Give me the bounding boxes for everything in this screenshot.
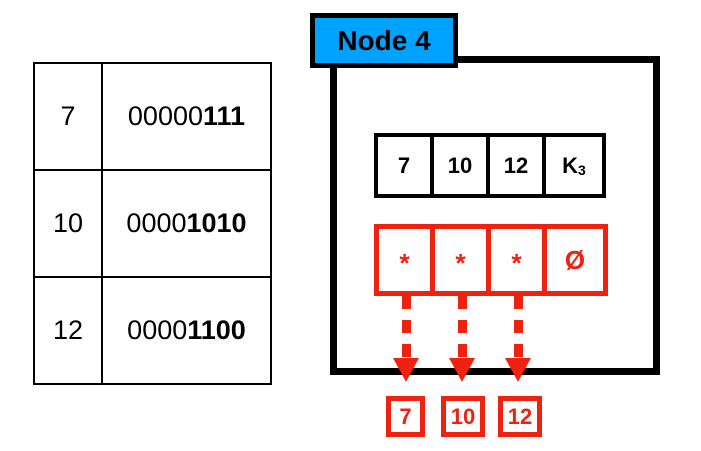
key-cell-subscript: 3 — [578, 161, 586, 178]
pointer-symbol: * — [455, 248, 466, 278]
result-box: 12 — [498, 396, 542, 437]
binary-prefix: 0000 — [127, 315, 188, 345]
key-cell: 10 — [434, 137, 490, 194]
result-label: 12 — [507, 403, 533, 429]
result-box: 10 — [441, 396, 485, 437]
binary-suffix: 1100 — [187, 315, 246, 345]
pointer-symbol: * — [511, 248, 522, 278]
arrow-stem-icon — [458, 296, 467, 362]
key-cell-text: 7 — [397, 152, 411, 178]
arrow-head-icon — [505, 358, 531, 382]
arrow-head-icon — [449, 358, 475, 382]
result-label: 10 — [450, 403, 476, 429]
pointer-symbol: * — [399, 248, 410, 278]
key-cell-text: K — [562, 152, 579, 178]
node-title-label: Node 4 — [337, 24, 431, 56]
pointer-cell: * — [435, 229, 491, 291]
null-pointer-symbol: Ø — [564, 245, 586, 275]
decimal-cell: 7 — [35, 64, 103, 169]
decimal-cell: 12 — [35, 278, 103, 383]
result-box: 7 — [386, 396, 425, 437]
arrow-head-icon — [393, 358, 419, 382]
pointer-row: * * * Ø — [374, 224, 608, 296]
binary-prefix: 00000 — [127, 101, 203, 131]
binary-prefix: 0000 — [126, 208, 187, 238]
node-container — [330, 56, 660, 375]
arrow-stem-icon — [402, 296, 411, 362]
key-cell-text: 12 — [503, 152, 529, 178]
node-title-tab: Node 4 — [310, 13, 458, 68]
result-label: 7 — [399, 403, 412, 429]
key-cell-text: 10 — [447, 152, 473, 178]
pointer-cell: * — [379, 229, 435, 291]
key-cell: 12 — [490, 137, 546, 194]
binary-suffix: 111 — [203, 101, 246, 131]
pointer-cell: * — [491, 229, 547, 291]
binary-suffix: 1010 — [186, 208, 247, 238]
decimal-cell: 10 — [35, 171, 103, 276]
key-cell: 7 — [378, 137, 434, 194]
arrow-stem-icon — [514, 296, 523, 362]
pointer-cell-null: Ø — [547, 229, 603, 291]
